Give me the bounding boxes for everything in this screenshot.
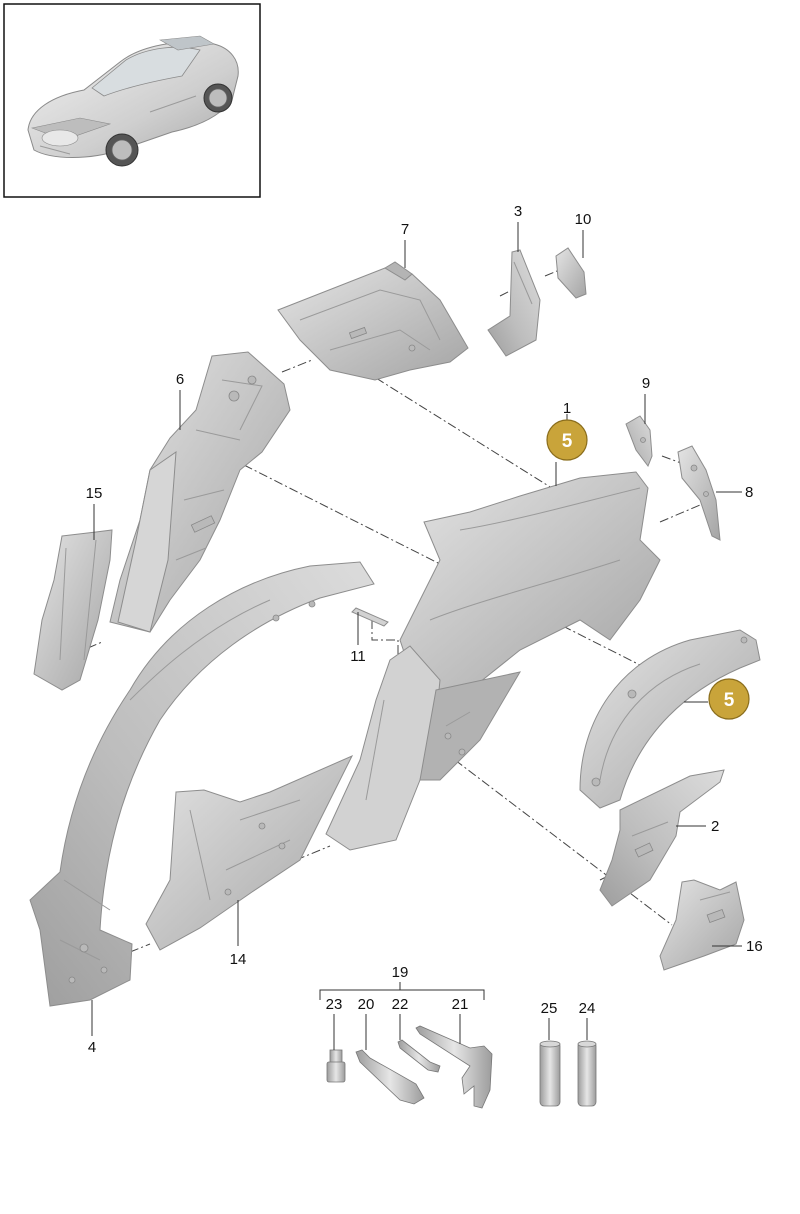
callout-6: 6 [176,371,184,388]
highlight-badges: 5 5 [546,419,750,720]
part-20-tube [355,1049,425,1105]
adhesive-kit [326,1025,597,1109]
part-5-wheel-arch [579,629,761,809]
callout-24: 24 [579,1000,596,1017]
callout-25: 25 [541,1000,558,1017]
part-21-applicator-gun [415,1025,493,1109]
part-3-bracket [487,249,541,357]
part-25-can [539,1040,561,1107]
callout-15: 15 [86,485,103,502]
callout-21: 21 [452,996,469,1013]
car-illustration [27,35,239,167]
part-14-inner-panel [145,754,354,951]
callout-20: 20 [358,996,375,1013]
part-4-side-frame [29,561,375,1007]
badge-circle [708,678,750,720]
callout-4: 4 [88,1039,96,1056]
part-8-bracket [677,445,721,541]
callout-10: 10 [575,211,592,228]
part-1-quarter-panel [325,471,661,851]
part-15-pillar-trim [33,529,113,691]
callout-2: 2 [711,818,719,835]
callout-16: 16 [746,938,763,955]
vehicle-thumbnail [3,3,261,198]
callout-11: 11 [350,648,366,665]
badge-text: 5 [724,690,735,711]
part-7-upper-panel [277,261,469,381]
part-9-bracket [625,415,653,468]
callout-3: 3 [514,203,522,220]
part-2-bracket [599,769,725,907]
part-22-nozzle [397,1039,441,1073]
leader-lines [91,222,742,1050]
callout-8: 8 [745,484,753,501]
callout-9: 9 [642,375,650,392]
badge-part-5[interactable]: 5 [708,678,750,720]
callout-22: 22 [392,996,409,1013]
badge-circle [546,419,588,461]
callout-14: 14 [230,951,247,968]
badge-text: 5 [562,431,573,452]
part-11-strip [351,607,389,627]
callout-23: 23 [326,996,343,1013]
part-6-pillar [109,351,291,633]
part-24-can [577,1040,597,1107]
badge-part-1[interactable]: 5 [546,419,588,461]
callout-7: 7 [401,221,409,238]
part-23-cap [326,1049,346,1083]
callout-labels: 7 3 10 6 15 1 9 8 11 2 16 14 4 19 23 20 … [86,203,763,1056]
callout-19: 19 [392,964,409,981]
callout-1: 1 [563,400,571,417]
part-16-bracket [659,879,745,971]
part-10-pad [555,247,587,299]
